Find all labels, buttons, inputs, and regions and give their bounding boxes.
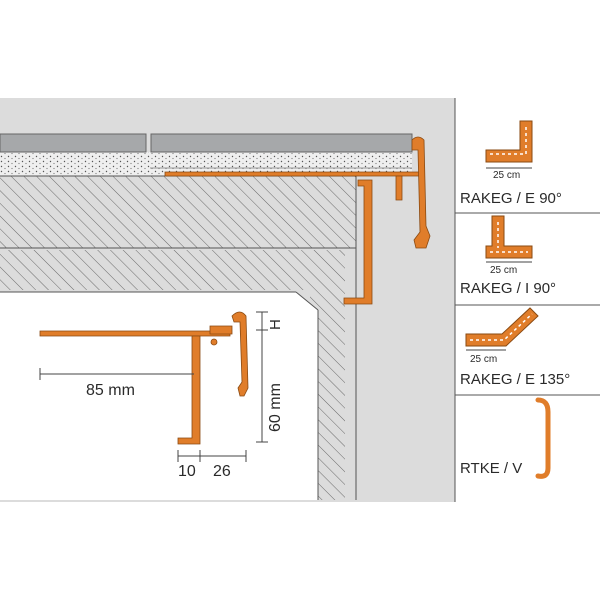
concrete-slab <box>0 176 356 248</box>
detail-profile <box>39 311 249 445</box>
accessory-4-code: RTKE / V <box>460 460 522 477</box>
accessory-1-size: 25 cm <box>493 170 520 181</box>
accessory-2-size: 25 cm <box>490 265 517 276</box>
accessory-3-code: RAKEG / E 135° <box>460 371 570 388</box>
accessory-1-code: RAKEG / E 90° <box>460 190 562 207</box>
front-dimension-a: 10 <box>178 463 196 480</box>
inside-corner-90-icon <box>485 215 533 259</box>
connector-clip-icon <box>535 397 551 479</box>
height-dimension-label: 60 mm <box>267 383 284 432</box>
front-dimension-b: 26 <box>213 463 231 480</box>
detail-area <box>0 292 318 500</box>
outside-corner-90-icon <box>485 120 533 163</box>
accessory-3-size: 25 cm <box>470 354 497 365</box>
balcony-edge-profile <box>164 136 431 305</box>
outside-corner-135-icon <box>465 307 539 347</box>
depth-dimension-label: 85 mm <box>86 382 135 399</box>
accessory-panel-frame <box>454 98 600 502</box>
accessory-2-code: RAKEG / I 90° <box>460 280 556 297</box>
tile-right <box>150 133 413 153</box>
dimension-lines <box>39 311 268 462</box>
flange-height-label: H <box>267 319 284 330</box>
tile-left <box>0 133 147 153</box>
